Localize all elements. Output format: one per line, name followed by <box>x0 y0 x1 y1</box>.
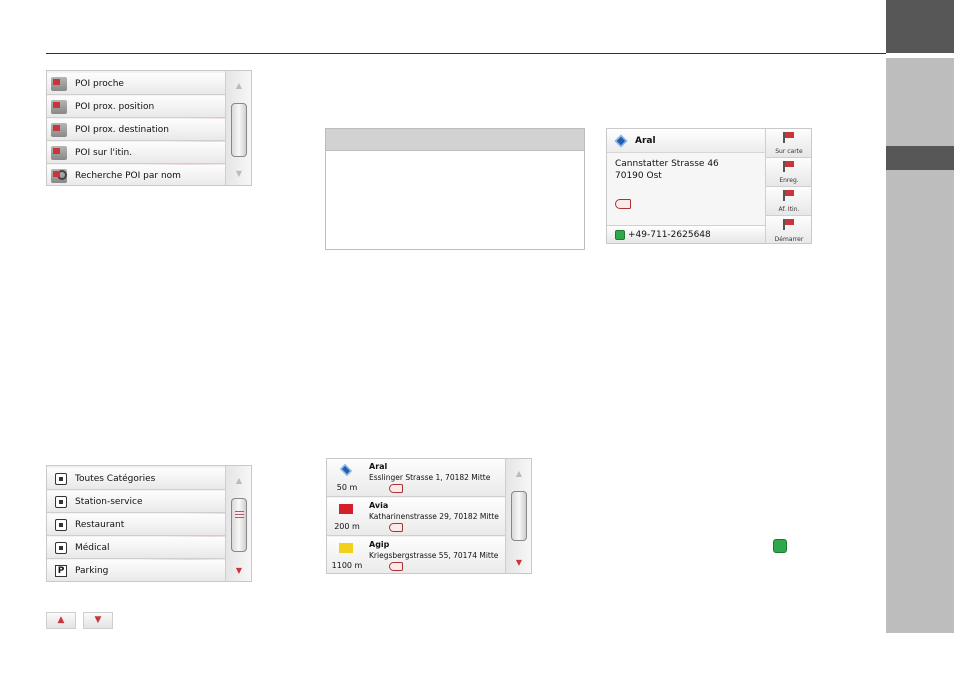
map-flag-icon <box>783 132 795 143</box>
scrollbar[interactable]: ▲ ▼ <box>225 71 251 185</box>
header-divider <box>46 53 886 54</box>
button-label: Sur carte <box>775 148 803 155</box>
opening-hours-icon <box>389 562 403 571</box>
result-distance: 50 m <box>336 483 358 492</box>
result-name: Avia <box>369 501 389 510</box>
aral-logo-icon <box>614 134 628 147</box>
menu-item-poi-nearby[interactable]: POI proche <box>47 73 227 95</box>
menu-item-poi-route[interactable]: POI sur l'itin. <box>47 142 227 164</box>
aral-logo-icon <box>340 464 352 476</box>
result-address: Kriegsbergstrasse 55, 70174 Mitte <box>369 551 499 560</box>
phone-icon <box>773 539 787 553</box>
scroll-up-icon[interactable]: ▲ <box>235 81 243 90</box>
category-label: Station-service <box>75 496 143 507</box>
menu-item-label: POI sur l'itin. <box>75 147 133 158</box>
scrollbar[interactable]: ▲ ▼ <box>225 466 251 581</box>
scroll-thumb[interactable] <box>231 498 247 552</box>
thumb-grip <box>235 511 244 512</box>
category-item-parking[interactable]: P Parking <box>47 560 227 581</box>
category-label: Toutes Catégories <box>75 473 156 484</box>
menu-item-poi-destination[interactable]: POI prox. destination <box>47 119 227 141</box>
scroll-up-icon[interactable]: ▲ <box>235 476 243 485</box>
route-icon <box>783 190 795 201</box>
result-distance: 200 m <box>334 522 360 531</box>
poi-destination-icon <box>51 122 67 137</box>
category-menu-panel: Toutes Catégories Station-service Restau… <box>46 465 252 582</box>
menu-item-label: POI prox. destination <box>75 124 169 135</box>
menu-item-label: POI proche <box>75 78 124 89</box>
result-row-avia[interactable]: 200 m Avia Katharinenstrasse 29, 70182 M… <box>327 498 507 536</box>
start-navigation-button[interactable]: Démarrer <box>766 216 811 243</box>
result-address: Esslinger Strasse 1, 70182 Mitte <box>369 473 491 482</box>
avia-logo-icon <box>339 504 353 514</box>
poi-route-icon <box>51 145 67 160</box>
show-on-map-button[interactable]: Sur carte <box>766 129 811 158</box>
save-flag-icon <box>783 161 795 172</box>
poi-detail-panel: Aral Cannstatter Strasse 46 70190 Ost +4… <box>606 128 812 244</box>
thumb-grip <box>235 517 244 518</box>
button-label: Af. Itin. <box>778 206 800 213</box>
start-arrow-icon <box>783 219 795 230</box>
all-categories-icon <box>55 472 67 485</box>
note-box <box>325 128 585 250</box>
poi-nearby-icon <box>51 76 67 91</box>
result-row-aral[interactable]: 50 m Aral Esslinger Strasse 1, 70182 Mit… <box>327 459 507 497</box>
sidebar-chapter-strip <box>886 58 954 633</box>
sidebar-header-block <box>886 0 954 53</box>
poi-name: Aral <box>635 135 656 146</box>
result-distance: 1100 m <box>331 561 363 570</box>
poi-search-icon <box>51 168 67 183</box>
result-name: Aral <box>369 462 388 471</box>
fuel-station-icon <box>55 495 67 508</box>
menu-item-label: Recherche POI par nom <box>75 170 181 181</box>
button-label: Démarrer <box>774 236 804 243</box>
button-label: Enreg. <box>779 177 799 184</box>
result-address: Katharinenstrasse 29, 70182 Mitte <box>369 512 499 521</box>
scroll-thumb[interactable] <box>511 491 527 541</box>
poi-street: Cannstatter Strasse 46 <box>615 159 719 169</box>
menu-item-poi-search[interactable]: Recherche POI par nom <box>47 165 227 185</box>
category-item-restaurant[interactable]: Restaurant <box>47 514 227 536</box>
scroll-up-button[interactable]: ▲ <box>46 612 76 629</box>
scroll-down-button[interactable]: ▼ <box>83 612 113 629</box>
menu-item-poi-position[interactable]: POI prox. position <box>47 96 227 118</box>
poi-menu-panel: POI proche POI prox. position POI prox. … <box>46 70 252 186</box>
poi-city: 70190 Ost <box>615 171 662 181</box>
agip-logo-icon <box>339 543 353 553</box>
poi-detail-header: Aral <box>607 129 765 153</box>
opening-hours-icon <box>389 523 403 532</box>
category-label: Médical <box>75 542 110 553</box>
category-label: Restaurant <box>75 519 125 530</box>
save-button[interactable]: Enreg. <box>766 158 811 187</box>
poi-address: Cannstatter Strasse 46 70190 Ost <box>615 158 719 182</box>
opening-hours-icon <box>389 484 403 493</box>
scroll-down-icon[interactable]: ▼ <box>235 169 243 178</box>
poi-position-icon <box>51 99 67 114</box>
scrollbar[interactable]: ▲ ▼ <box>505 459 531 573</box>
phone-row[interactable]: +49-711-2625648 <box>607 225 765 243</box>
opening-hours-icon[interactable] <box>615 199 631 209</box>
category-item-all[interactable]: Toutes Catégories <box>47 468 227 490</box>
poi-results-list: 50 m Aral Esslinger Strasse 1, 70182 Mit… <box>326 458 532 574</box>
category-label: Parking <box>75 565 109 576</box>
category-item-fuel[interactable]: Station-service <box>47 491 227 513</box>
medical-icon <box>55 541 67 554</box>
phone-number: +49-711-2625648 <box>628 229 711 240</box>
menu-item-label: POI prox. position <box>75 101 155 112</box>
scroll-thumb[interactable] <box>231 103 247 157</box>
category-item-medical[interactable]: Médical <box>47 537 227 559</box>
result-row-agip[interactable]: 1100 m Agip Kriegsbergstrasse 55, 70174 … <box>327 537 507 573</box>
thumb-grip <box>235 514 244 515</box>
detail-action-buttons: Sur carte Enreg. Af. Itin. Démarrer <box>765 129 811 243</box>
parking-icon: P <box>55 564 67 577</box>
restaurant-icon <box>55 518 67 531</box>
sidebar-chapter-tab-active[interactable] <box>886 146 954 170</box>
result-name: Agip <box>369 540 390 549</box>
note-box-header <box>326 129 584 151</box>
scroll-down-icon[interactable]: ▼ <box>515 558 523 567</box>
show-route-button[interactable]: Af. Itin. <box>766 187 811 216</box>
scroll-up-icon[interactable]: ▲ <box>515 469 523 478</box>
phone-icon <box>615 229 625 240</box>
scroll-down-icon[interactable]: ▼ <box>235 566 243 575</box>
